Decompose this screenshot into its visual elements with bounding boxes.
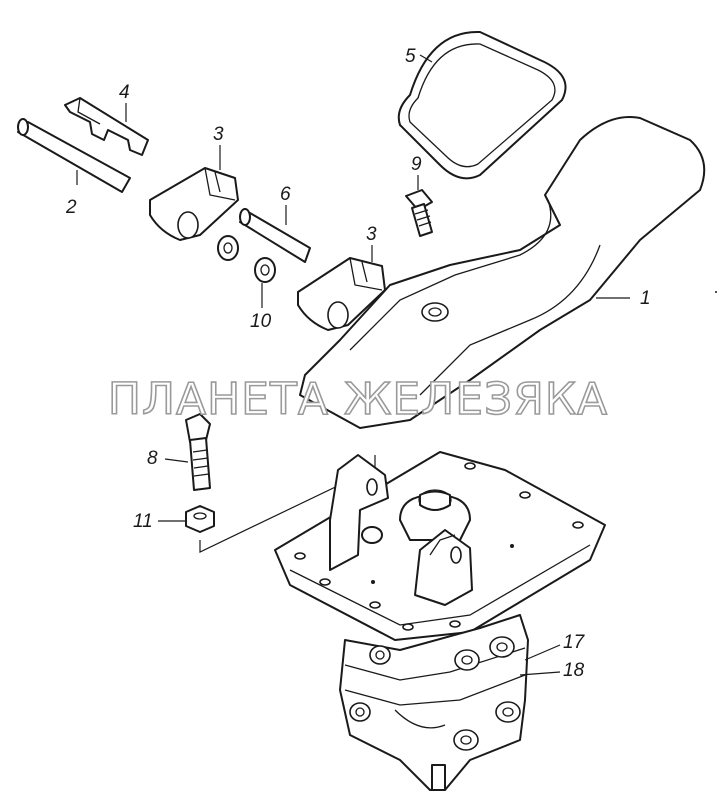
- leader-lines: [76, 54, 630, 676]
- leader-8: [164, 458, 189, 463]
- part-17-18-brake-valve: [274, 451, 606, 791]
- stray-dot: [715, 291, 717, 293]
- label-3-lower: 3: [366, 224, 377, 245]
- part-5-pedal-pad: [397, 30, 567, 180]
- label-17: 17: [563, 632, 586, 653]
- part-4-clip: [64, 97, 149, 156]
- watermark-text: ПЛАНЕТА ЖЕЛЕЗЯКА: [108, 374, 608, 425]
- label-9: 9: [411, 154, 422, 175]
- label-10: 10: [250, 311, 272, 332]
- part-9-bolt: [405, 189, 433, 237]
- assembly-guide-line: [199, 455, 376, 553]
- callout-labels: 1 2 3 3 4 5 6 8 9 10 11 17 18: [65, 46, 651, 681]
- label-2: 2: [65, 197, 77, 218]
- label-1: 1: [640, 288, 651, 309]
- label-6: 6: [280, 184, 291, 205]
- label-11: 11: [133, 511, 153, 532]
- label-5: 5: [405, 46, 416, 67]
- label-4: 4: [119, 82, 130, 103]
- part-6-pin: [239, 208, 311, 263]
- part-3-fork-lower: [297, 257, 386, 331]
- label-8: 8: [147, 448, 158, 469]
- part-8-bolt: [185, 413, 211, 491]
- part-3-fork-upper: [149, 167, 239, 241]
- part-1-pedal-lever: [299, 116, 706, 429]
- leader-17: [524, 644, 561, 661]
- part-10-washers: [217, 235, 276, 283]
- part-11-nut: [185, 505, 215, 533]
- label-3-upper: 3: [213, 124, 224, 145]
- leader-5: [419, 54, 433, 63]
- leader-18: [519, 671, 561, 676]
- part-2-pin: [17, 118, 131, 193]
- label-18: 18: [563, 660, 585, 681]
